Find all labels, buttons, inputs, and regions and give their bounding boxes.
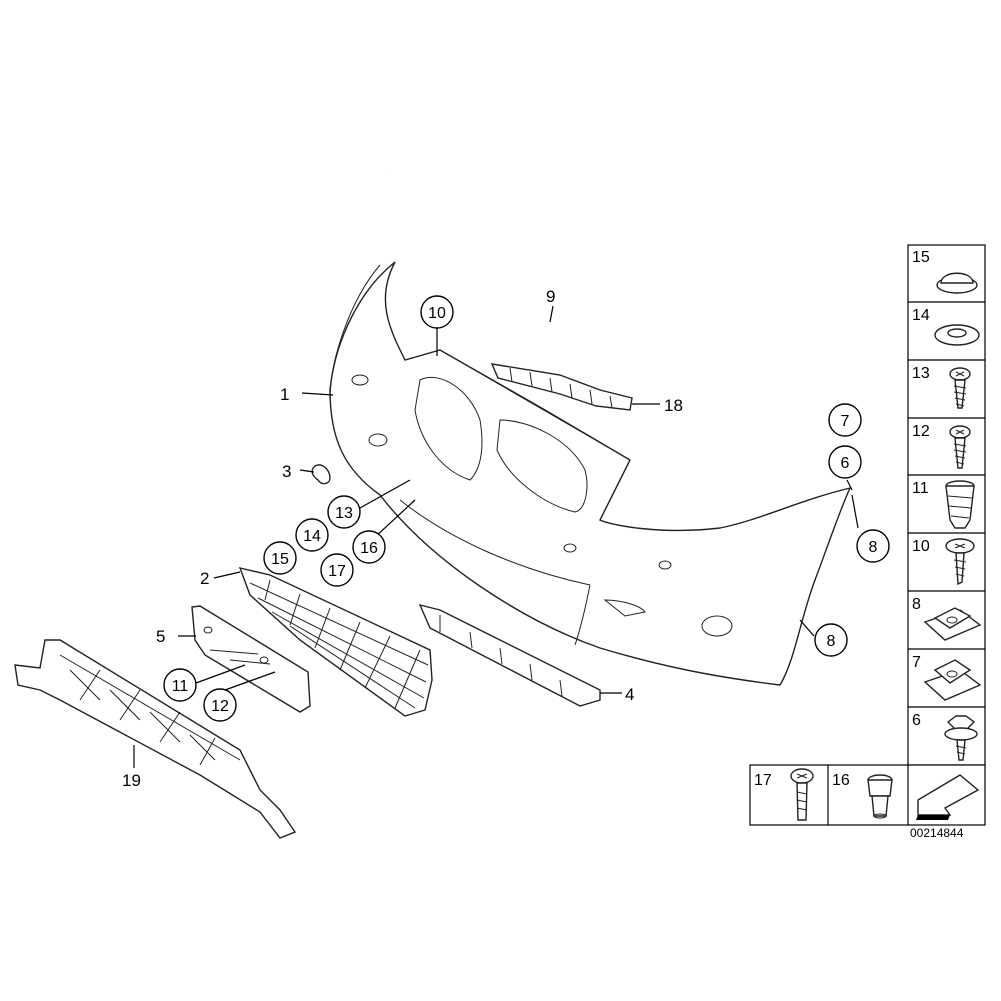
fastener-panel: 15 14 13 12 11 10 8 7 6 xyxy=(907,244,986,766)
bracket-18-part xyxy=(490,363,633,411)
callout-14: 14 xyxy=(303,528,321,545)
callout-17: 17 xyxy=(328,563,346,580)
callout-15: 15 xyxy=(271,551,289,568)
screw-13-icon xyxy=(949,367,971,409)
clip-nut-8-icon xyxy=(923,607,982,641)
screw-10-icon xyxy=(945,538,975,586)
cap-3-part xyxy=(311,464,331,485)
callout-19: 19 xyxy=(122,771,141,790)
panel-label-7: 7 xyxy=(912,654,921,671)
callout-8a: 8 xyxy=(869,539,878,556)
callout-1: 1 xyxy=(280,385,289,404)
bolt-17-icon xyxy=(790,768,814,821)
panel-label-12: 12 xyxy=(912,423,930,440)
panel-label-16: 16 xyxy=(832,772,850,789)
callout-4: 4 xyxy=(625,685,634,704)
callout-3: 3 xyxy=(282,462,291,481)
clip-nut-7-icon xyxy=(923,659,982,701)
cap-15-icon xyxy=(936,272,978,294)
panel-label-13: 13 xyxy=(912,365,930,382)
carrier-19-part xyxy=(14,639,297,839)
callout-18: 18 xyxy=(664,396,683,415)
leader-lines xyxy=(133,305,859,768)
panel-label-8: 8 xyxy=(912,596,921,613)
plain-callouts: 1 2 3 4 5 9 18 19 xyxy=(122,287,683,790)
callout-12: 12 xyxy=(211,698,229,715)
callout-13: 13 xyxy=(335,505,353,522)
callout-16: 16 xyxy=(360,540,378,557)
callout-6: 6 xyxy=(841,455,850,472)
trim-strip-part xyxy=(389,169,746,363)
diagram-id: 00214844 xyxy=(910,826,964,840)
circled-callouts: 10 7 6 8 8 13 14 15 16 17 11 12 xyxy=(163,295,890,722)
grommet-14-icon xyxy=(934,324,980,346)
panel-label-11: 11 xyxy=(912,480,929,497)
panel-label-14: 14 xyxy=(912,307,930,324)
panel-label-6: 6 xyxy=(912,712,921,729)
sleeve-16-icon xyxy=(867,774,893,819)
panel-label-15: 15 xyxy=(912,249,930,266)
orientation-arrow-icon xyxy=(916,774,980,820)
bumper-cover-part xyxy=(329,261,852,686)
panel-label-10: 10 xyxy=(912,538,930,555)
nut-11-icon xyxy=(945,480,975,529)
panel-label-17: 17 xyxy=(754,772,772,789)
callout-11: 11 xyxy=(172,678,189,695)
callout-2: 2 xyxy=(200,569,209,588)
bottom-fastener-panel: 17 16 xyxy=(749,764,986,826)
callout-9: 9 xyxy=(546,287,555,306)
screw-12-icon xyxy=(949,425,971,469)
callout-10: 10 xyxy=(428,305,446,322)
bracket-4-part xyxy=(418,603,601,707)
callout-8b: 8 xyxy=(827,633,836,650)
grille-2-part xyxy=(238,567,433,717)
callout-7: 7 xyxy=(841,413,850,430)
callout-5: 5 xyxy=(156,627,165,646)
hex-bolt-6-icon xyxy=(944,715,978,761)
plate-base-5-part xyxy=(191,605,311,713)
